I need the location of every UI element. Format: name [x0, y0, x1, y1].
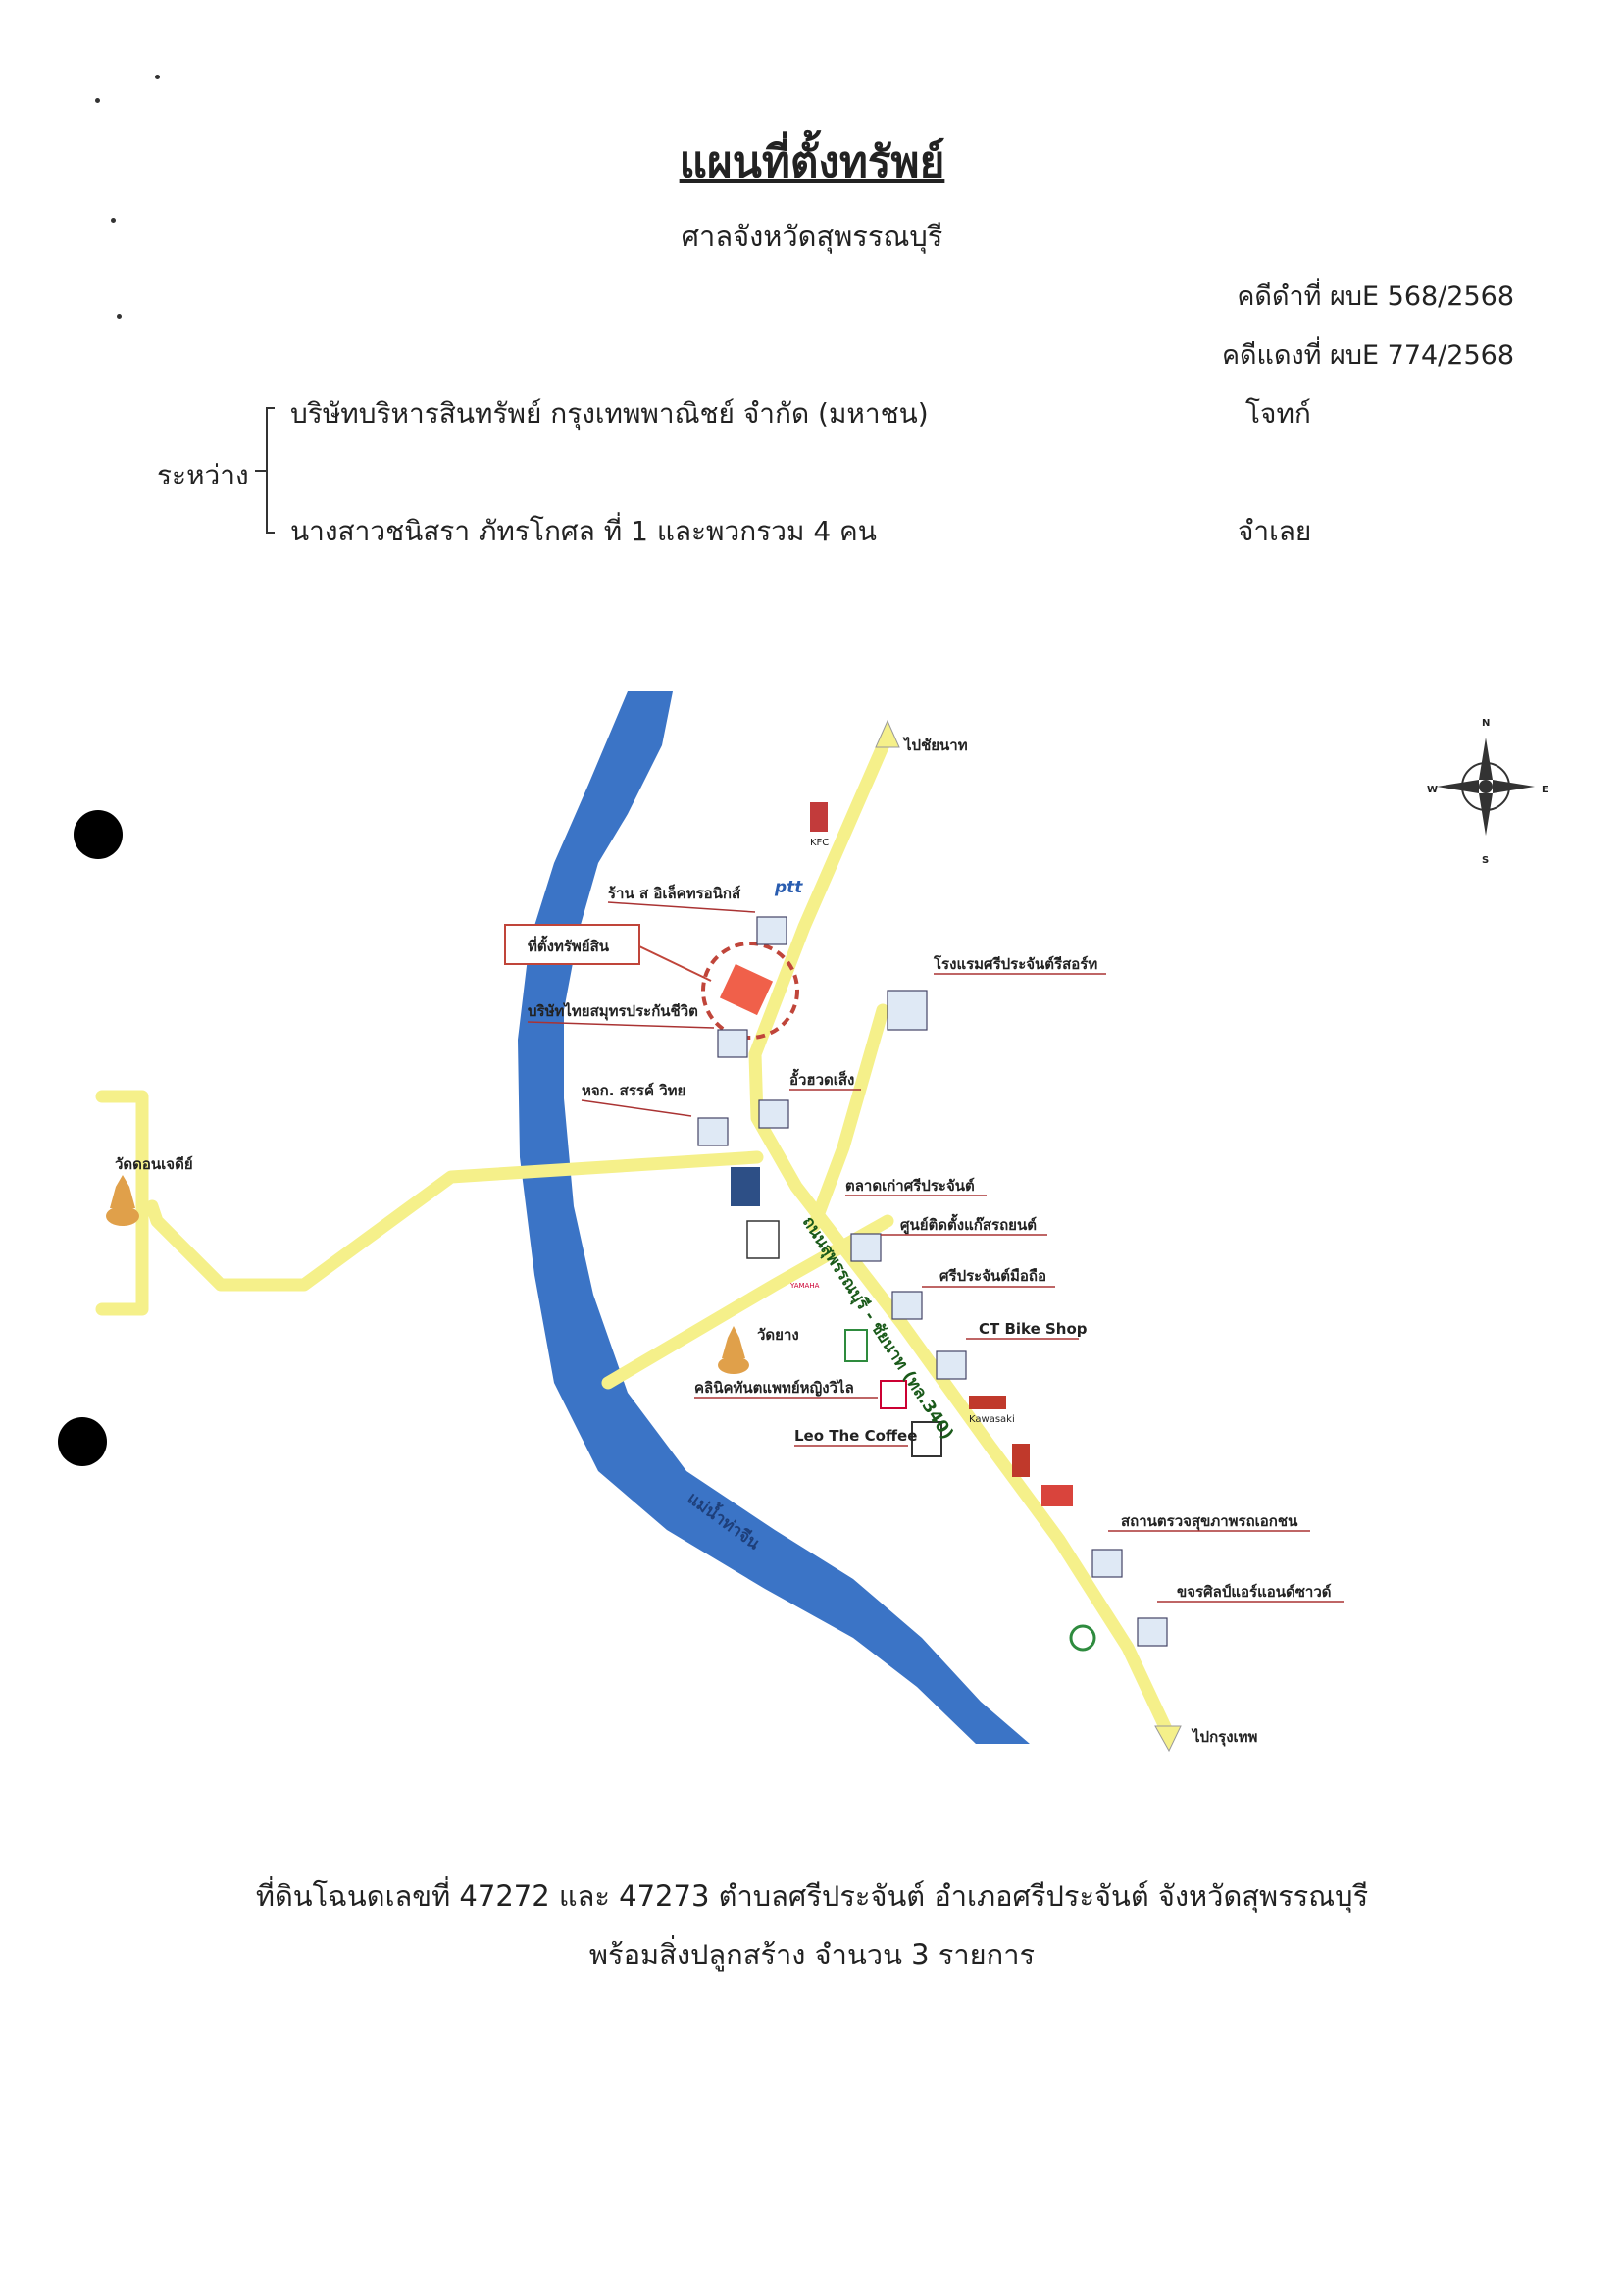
- wat-don-chedi-label: วัดดอนเจดีย์: [115, 1155, 193, 1173]
- shop-icon-auto: [758, 1099, 789, 1129]
- structures-description: พร้อมสิ่งปลูกสร้าง จำนวน 3 รายการ: [588, 1938, 1036, 1971]
- punch-hole: [58, 1417, 107, 1466]
- defendant-name: นางสาวชนิสรา ภัทรโกศล ที่ 1 และพวกรวม 4 …: [290, 515, 877, 547]
- health-center-label: สถานตรวจสุขภาพรถเอกชน: [1121, 1512, 1298, 1531]
- plaintiff-role: โจทก์: [1245, 397, 1311, 430]
- between-label: ระหว่าง: [157, 459, 249, 491]
- party-bracket: [255, 407, 275, 534]
- ptt-label: ptt: [774, 878, 803, 897]
- compass-east-label: E: [1542, 785, 1548, 795]
- document-title: แผนที่ตั้งทรัพย์: [679, 137, 945, 187]
- compass-west-label: W: [1427, 785, 1438, 795]
- seven-eleven-icon: [844, 1329, 868, 1362]
- shop-icon-air: [1137, 1617, 1168, 1647]
- leader-electronics: [607, 901, 756, 913]
- shop-icon-phone: [891, 1291, 923, 1320]
- hotel-icon: [887, 990, 928, 1031]
- shop-icon-health: [1091, 1549, 1123, 1578]
- compass-north-label: N: [1482, 718, 1490, 729]
- scan-speck: [155, 75, 160, 79]
- arrow-to-chainat: [875, 719, 900, 748]
- to-chainat-label: ไปชัยนาท: [902, 736, 968, 754]
- defendant-role: จำเลย: [1238, 515, 1312, 547]
- shop-icon-insurance: [717, 1029, 748, 1058]
- market-icon: [746, 1220, 780, 1259]
- gas-center-label: ศูนย์ติดตั้งแก๊สรถยนต์: [900, 1213, 1037, 1235]
- wat-yang-label: วัดยาง: [757, 1326, 799, 1344]
- scan-speck: [111, 218, 116, 223]
- shop-icon-sarn-vitaya: [697, 1117, 729, 1146]
- plaintiff-name: บริษัทบริหารสินทรัพย์ กรุงเทพพาณิชย์ จำก…: [290, 397, 929, 430]
- leader-insurance: [527, 1021, 715, 1029]
- yamaha-label: YAMAHA: [789, 1282, 820, 1290]
- auto-shop-label: อั้วฮวดเส็ง: [789, 1068, 854, 1089]
- scan-speck: [117, 314, 122, 319]
- arrow-to-bangkok: [1154, 1725, 1182, 1753]
- kfc-icon: [810, 802, 828, 832]
- coffee-icon: [911, 1421, 942, 1457]
- shop-icon-gas: [850, 1233, 882, 1262]
- air-shop-label: ขจรศิลป์แอร์แอนด์ซาวด์: [1177, 1583, 1332, 1601]
- shop-icons: [697, 916, 1168, 1647]
- old-market-label: ตลาดเก่าศรีประจันต์: [845, 1177, 975, 1195]
- compass-rose-icon: [1437, 738, 1535, 836]
- kawasaki-logo: Kawasaki: [969, 1396, 1015, 1425]
- temple-icon-don-chedi: [106, 1175, 139, 1226]
- bank-icon: [731, 1167, 760, 1206]
- compass-south-label: S: [1482, 855, 1489, 866]
- highway-340: [748, 729, 1174, 1738]
- property-label-box: [504, 924, 640, 965]
- svg-text:Kawasaki: Kawasaki: [969, 1414, 1015, 1425]
- kfc-label: KFC: [810, 838, 829, 848]
- bike-shop-label: CT Bike Shop: [979, 1320, 1088, 1338]
- property-parcel: [719, 963, 774, 1016]
- hotel-label: โรงแรมศรีประจันต์รีสอร์ท: [933, 954, 1097, 973]
- to-bangkok-label: ไปกรุงเทพ: [1191, 1727, 1258, 1747]
- land-deed-description: ที่ดินโฉนดเลขที่ 47272 และ 47273 ตำบลศรี…: [255, 1879, 1369, 1912]
- insurance-label: บริษัทไทยสมุทรประกันชีวิต: [528, 1001, 698, 1021]
- temple-icon-wat-yang: [718, 1326, 749, 1374]
- electronics-shop-label: ร้าน ส อิเล็คทรอนิกส์: [608, 884, 741, 902]
- shop-icon-bike: [936, 1350, 967, 1380]
- red-case-number: คดีแดงที่ ผบE 774/2568: [1221, 340, 1514, 371]
- clinic-icon: [880, 1380, 907, 1409]
- road-west: [145, 1150, 764, 1292]
- dental-clinic-label: คลินิคทันตแพทย์หญิงวิไล: [694, 1378, 854, 1397]
- punch-hole: [74, 810, 123, 859]
- road-southwest: [601, 1214, 894, 1390]
- post-box-icon: [1012, 1444, 1030, 1477]
- property-label: ที่ตั้งทรัพย์สิน: [528, 935, 610, 955]
- coffee-label: Leo The Coffee: [794, 1427, 917, 1445]
- shop-sign-icon: [1041, 1485, 1073, 1506]
- road-hotel: [807, 1003, 889, 1233]
- river: [518, 691, 1030, 1744]
- location-map: ที่ตั้งทรัพย์สิน ไปชัยนาท ไปกรุงเทพ KFC …: [95, 691, 1548, 1753]
- leader-sarn-vitaya: [581, 1099, 692, 1117]
- court-name: ศาลจังหวัดสุพรรณบุรี: [681, 220, 943, 253]
- property-leader-line: [638, 945, 712, 982]
- road-far-west: [95, 1090, 149, 1316]
- sarn-vitaya-label: หจก. สรรค์ วิทย: [582, 1082, 685, 1099]
- property-marker-circle: [701, 942, 799, 1040]
- shop-icon-electronics: [756, 916, 787, 945]
- scan-speck: [95, 98, 100, 103]
- black-case-number: คดีดำที่ ผบE 568/2568: [1237, 281, 1514, 312]
- phone-shop-label: ศรีประจันต์มือถือ: [939, 1267, 1046, 1285]
- gas-station-icon: [1069, 1624, 1096, 1652]
